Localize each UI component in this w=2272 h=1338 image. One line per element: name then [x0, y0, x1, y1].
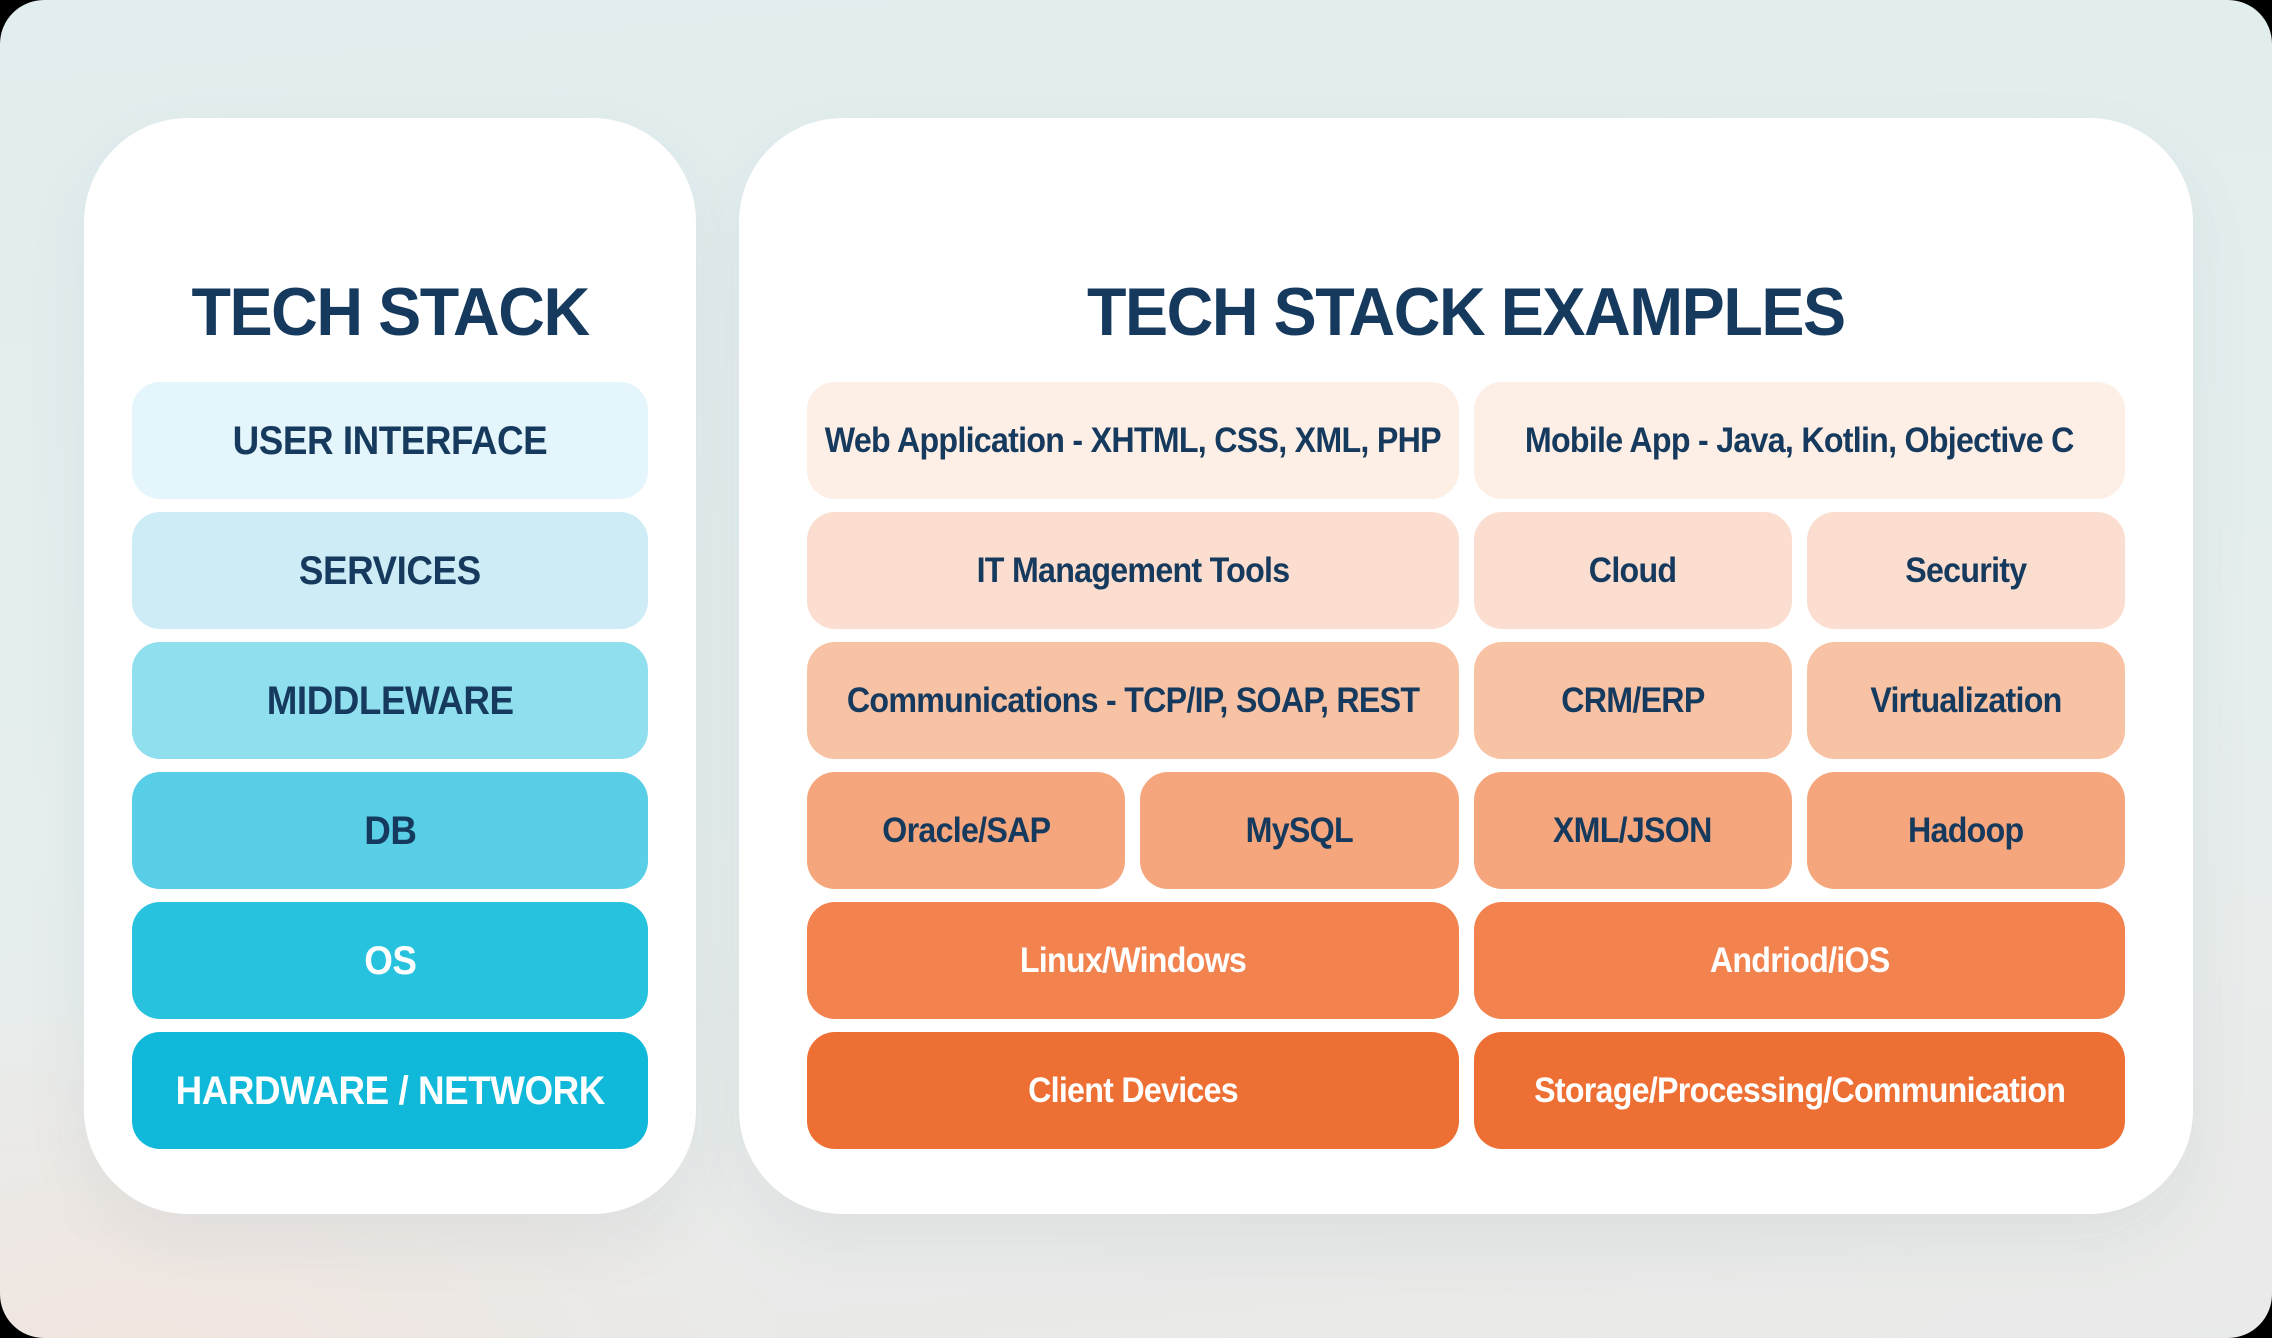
cell-communications: Communications - TCP/IP, SOAP, REST: [807, 642, 1459, 759]
cell-oracle-sap: Oracle/SAP: [807, 772, 1126, 889]
cell-hadoop: Hadoop: [1806, 772, 2125, 889]
cell-client-devices-label: Client Devices: [1027, 1071, 1239, 1110]
tech-stack-examples-panel: TECH STACK EXAMPLES Web Application - XH…: [739, 118, 2193, 1214]
cell-xml-json-label: XML/JSON: [1553, 811, 1712, 850]
cell-xml-json: XML/JSON: [1473, 772, 1792, 889]
cell-web-application-label: Web Application - XHTML, CSS, XML, PHP: [824, 421, 1442, 460]
cell-crm-erp-label: CRM/ERP: [1560, 681, 1705, 720]
layer-middleware: MIDDLEWARE: [132, 642, 648, 759]
tech-stack-examples-grid: Web Application - XHTML, CSS, XML, PHP M…: [807, 382, 2125, 1149]
layer-db: DB: [132, 772, 648, 889]
cell-storage-processing-communication: Storage/Processing/Communication: [1473, 1032, 2125, 1149]
layer-hardware-network: HARDWARE / NETWORK: [132, 1032, 648, 1149]
cell-linux-windows: Linux/Windows: [807, 902, 1459, 1019]
cell-linux-windows-label: Linux/Windows: [1019, 941, 1247, 980]
cell-mysql-label: MySQL: [1245, 811, 1354, 850]
cell-android-ios-label: Andriod/iOS: [1709, 941, 1890, 980]
tech-stack-examples-title: TECH STACK EXAMPLES: [807, 118, 2125, 382]
tech-stack-panel: TECH STACK USER INTERFACE SERVICES MIDDL…: [84, 118, 696, 1214]
cell-mobile-app-label: Mobile App - Java, Kotlin, Objective C: [1524, 421, 2074, 460]
layer-user-interface-label: USER INTERFACE: [232, 418, 548, 463]
layer-hardware-network-label: HARDWARE / NETWORK: [175, 1068, 605, 1113]
cell-virtualization: Virtualization: [1806, 642, 2125, 759]
layer-os-label: OS: [363, 938, 417, 983]
cell-it-management-tools: IT Management Tools: [807, 512, 1459, 629]
cell-web-application: Web Application - XHTML, CSS, XML, PHP: [807, 382, 1459, 499]
cell-oracle-sap-label: Oracle/SAP: [882, 811, 1051, 850]
tech-stack-layers: USER INTERFACE SERVICES MIDDLEWARE DB OS…: [132, 382, 648, 1149]
layer-middleware-label: MIDDLEWARE: [266, 678, 514, 723]
tech-stack-title: TECH STACK: [132, 118, 648, 382]
layer-db-label: DB: [363, 808, 417, 853]
layer-services-label: SERVICES: [299, 548, 481, 593]
cell-hadoop-label: Hadoop: [1908, 811, 2024, 850]
cell-storage-processing-communication-label: Storage/Processing/Communication: [1533, 1071, 2066, 1110]
layer-services: SERVICES: [132, 512, 648, 629]
tech-stack-title-text: TECH STACK: [191, 274, 590, 350]
cell-mobile-app: Mobile App - Java, Kotlin, Objective C: [1473, 382, 2125, 499]
cell-cloud-label: Cloud: [1588, 551, 1677, 590]
cell-client-devices: Client Devices: [807, 1032, 1459, 1149]
cell-mysql: MySQL: [1140, 772, 1459, 889]
cell-it-management-tools-label: IT Management Tools: [976, 551, 1290, 590]
cell-android-ios: Andriod/iOS: [1473, 902, 2125, 1019]
cell-security: Security: [1806, 512, 2125, 629]
layer-os: OS: [132, 902, 648, 1019]
layer-user-interface: USER INTERFACE: [132, 382, 648, 499]
cell-cloud: Cloud: [1473, 512, 1792, 629]
tech-stack-examples-title-text: TECH STACK EXAMPLES: [1087, 274, 1846, 350]
cell-security-label: Security: [1905, 551, 2027, 590]
cell-crm-erp: CRM/ERP: [1473, 642, 1792, 759]
cell-communications-label: Communications - TCP/IP, SOAP, REST: [846, 681, 1420, 720]
cell-virtualization-label: Virtualization: [1870, 681, 2062, 720]
